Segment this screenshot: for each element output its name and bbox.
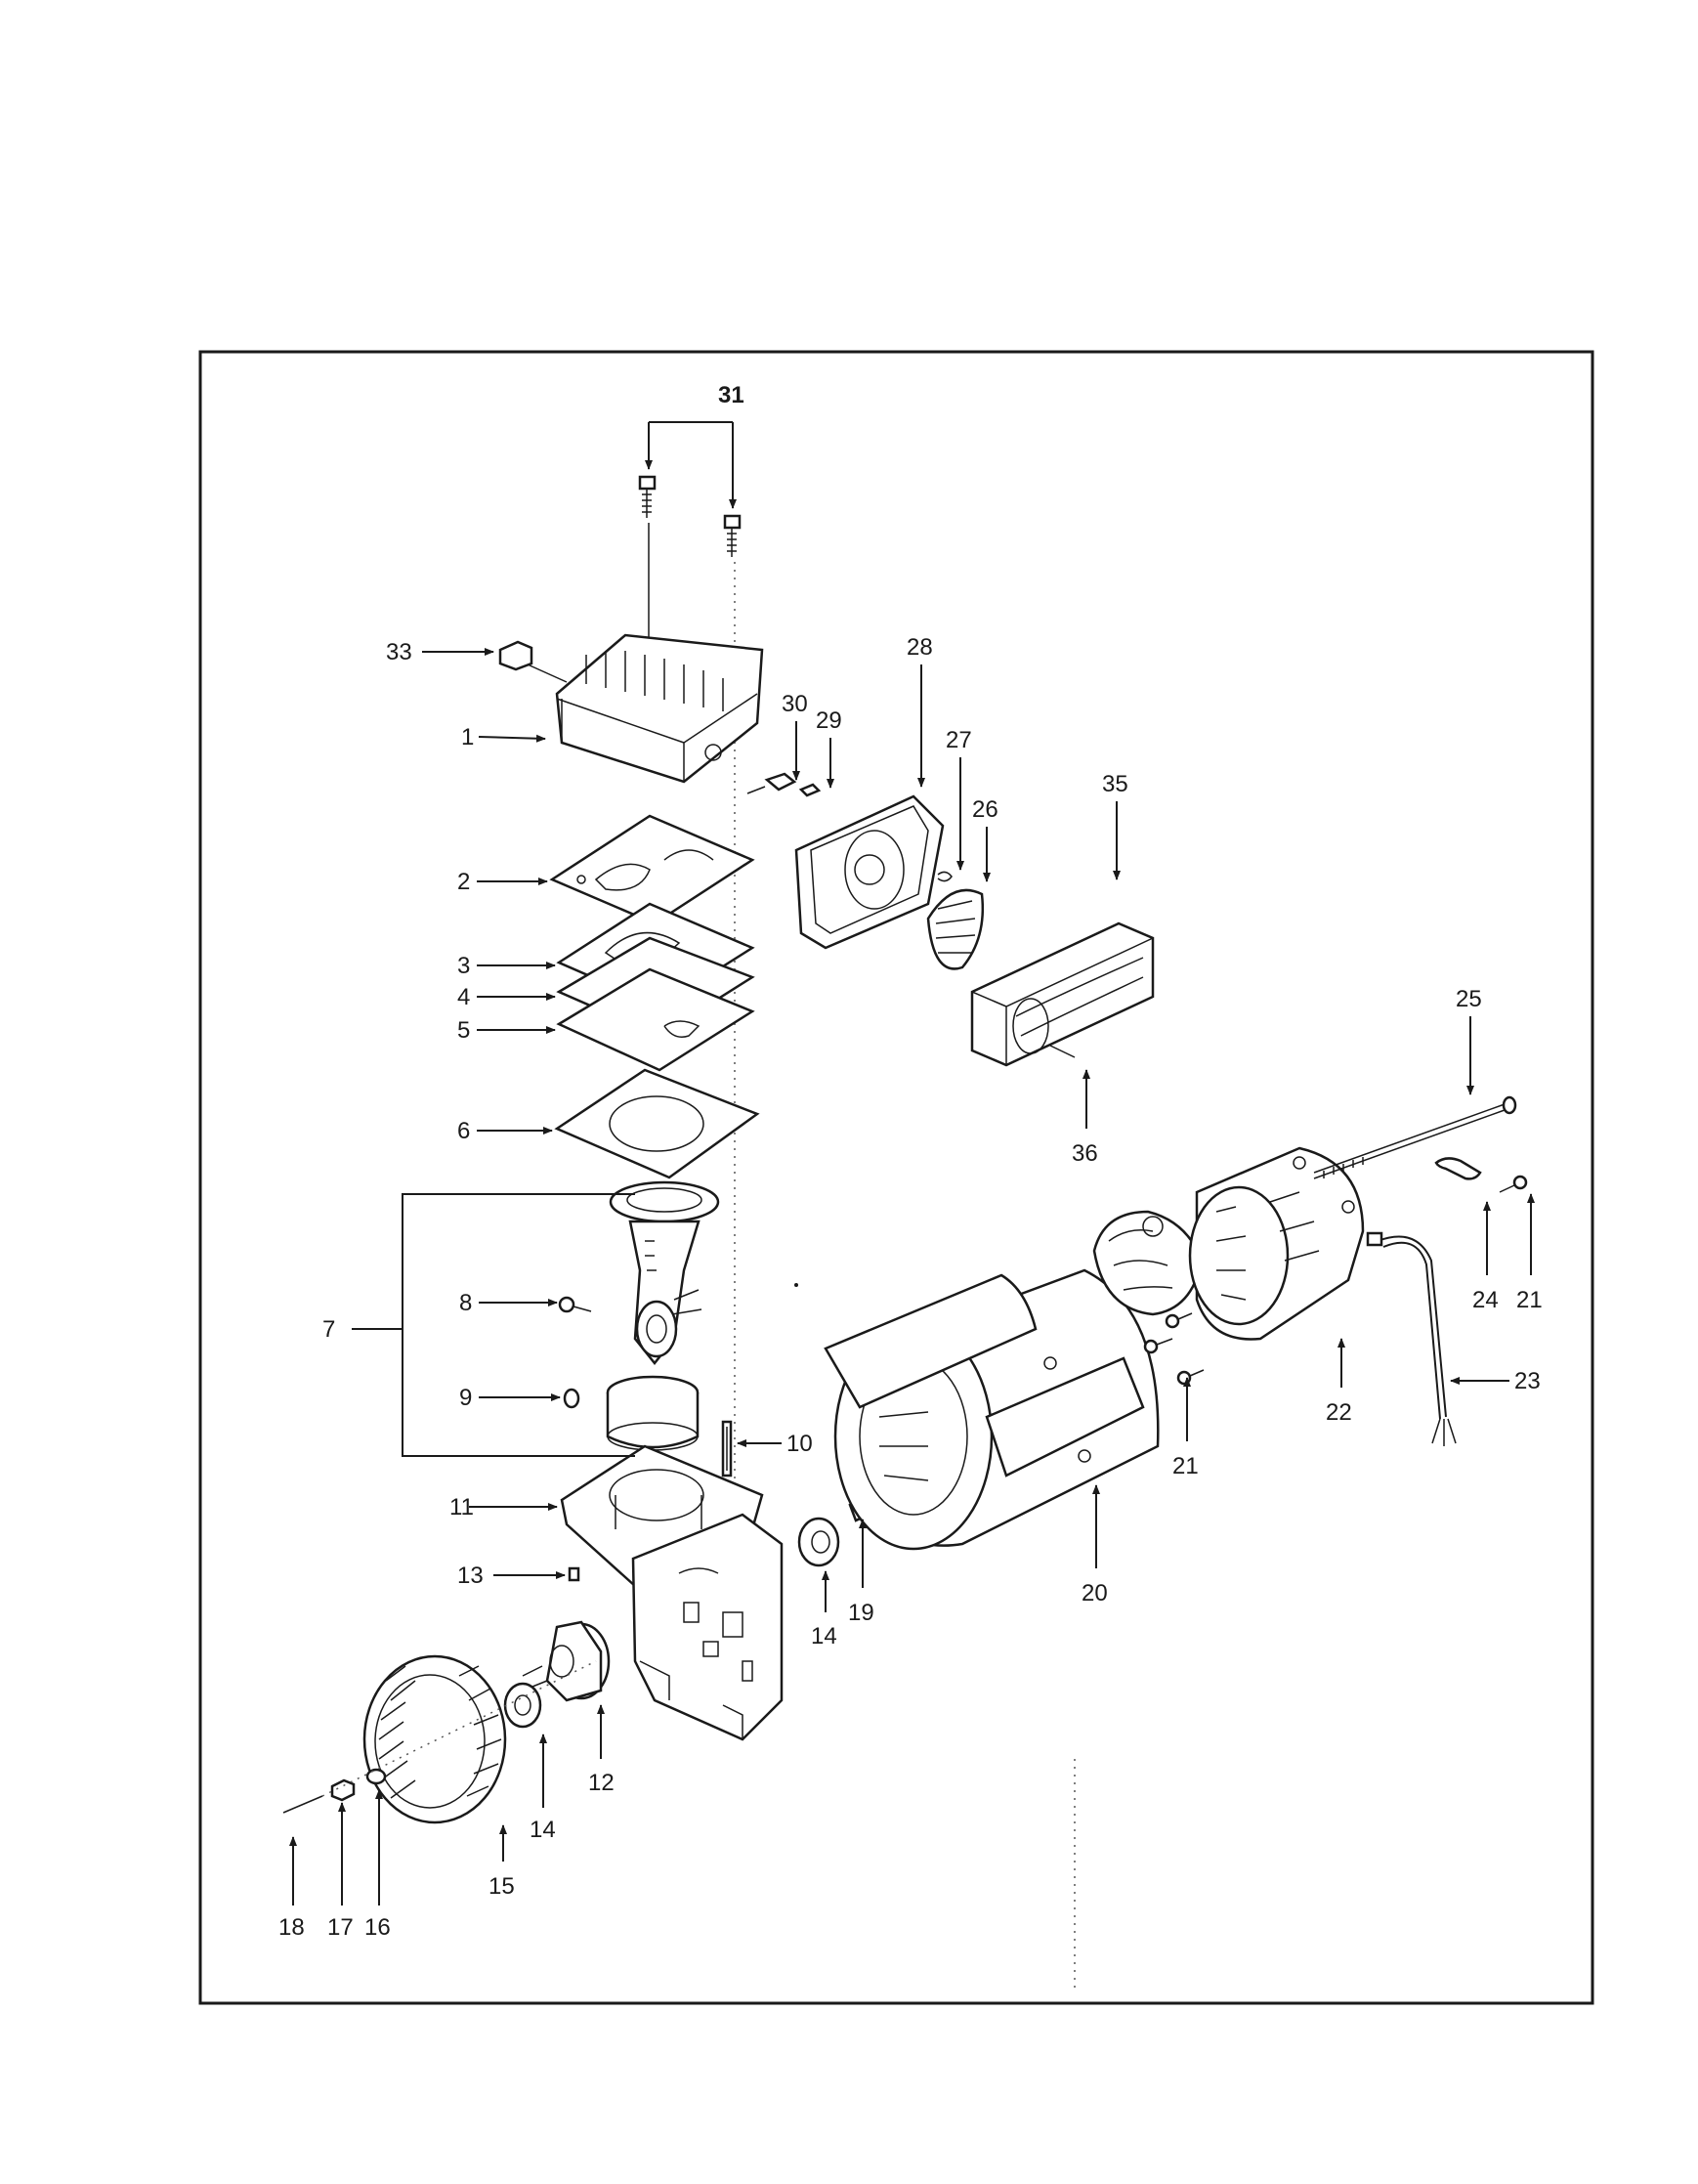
screw-21-right <box>1499 1175 1528 1193</box>
callout-29: 29 <box>816 707 842 734</box>
callout-35: 35 <box>1102 771 1128 797</box>
cylinder-head <box>555 633 764 784</box>
crankcase-bracket <box>631 1513 784 1741</box>
callout-labels: 31 33 1 2 3 4 5 6 7 8 9 10 11 13 12 14 1… <box>278 382 1543 1941</box>
callout-18: 18 <box>278 1914 305 1941</box>
callout-33: 33 <box>386 639 412 665</box>
end-bell-22 <box>1188 1146 1365 1341</box>
filter-housing-35 <box>970 921 1155 1067</box>
callout-19: 19 <box>848 1600 874 1626</box>
callout-16: 16 <box>364 1914 391 1941</box>
callout-3: 3 <box>457 953 470 979</box>
through-bolt-25 <box>1313 1095 1517 1179</box>
gasket-5 <box>556 967 755 1072</box>
callout-27: 27 <box>946 727 972 753</box>
bearing-14-right <box>797 1517 840 1567</box>
piston-rod-assembly <box>609 1180 720 1366</box>
motor-stator-20 <box>824 1268 1160 1551</box>
bolt-pair <box>638 475 742 1495</box>
callout-22: 22 <box>1326 1399 1352 1426</box>
cover-28 <box>794 794 945 950</box>
plug <box>498 640 533 671</box>
spring-27 <box>937 871 953 882</box>
filter-26 <box>926 888 985 970</box>
screw-8 <box>558 1296 592 1313</box>
callout-14-right: 14 <box>811 1623 837 1649</box>
callout-9: 9 <box>459 1385 472 1411</box>
callout-8: 8 <box>459 1290 472 1316</box>
cylinder-sleeve <box>606 1375 700 1451</box>
callout-30: 30 <box>782 691 808 717</box>
callout-6: 6 <box>457 1118 470 1144</box>
callout-10: 10 <box>786 1431 813 1457</box>
diagram-frame <box>198 350 1594 2005</box>
callout-4: 4 <box>457 984 470 1010</box>
washer-16 <box>365 1768 387 1785</box>
fan-15 <box>362 1654 507 1824</box>
clamp-24 <box>1434 1157 1482 1180</box>
callout-1: 1 <box>461 724 474 750</box>
callout-5: 5 <box>457 1017 470 1044</box>
nut-17 <box>330 1778 356 1802</box>
fitting-30 <box>746 772 797 794</box>
callout-13: 13 <box>457 1563 484 1589</box>
callout-24: 24 <box>1472 1287 1499 1313</box>
callout-2: 2 <box>457 869 470 895</box>
crank-12 <box>522 1620 611 1702</box>
callout-17: 17 <box>327 1914 354 1941</box>
callout-31: 31 <box>718 382 744 408</box>
gasket-2 <box>549 814 755 925</box>
callout-12: 12 <box>588 1770 615 1796</box>
callout-20: 20 <box>1082 1580 1108 1606</box>
callout-36: 36 <box>1072 1140 1098 1167</box>
callout-11: 11 <box>449 1494 474 1520</box>
washer-9 <box>563 1388 580 1409</box>
dowel-pin-10 <box>721 1420 733 1477</box>
callout-23: 23 <box>1514 1368 1541 1394</box>
key-13 <box>568 1566 580 1582</box>
callout-15: 15 <box>488 1873 515 1900</box>
pin-18 <box>282 1795 323 1814</box>
callout-21-center: 21 <box>1172 1453 1199 1479</box>
callout-28: 28 <box>907 634 933 661</box>
seal-29 <box>798 783 822 797</box>
callout-25: 25 <box>1456 986 1482 1012</box>
bearing-14-left <box>503 1682 542 1729</box>
power-cord-23 <box>1366 1231 1457 1446</box>
part-drawings <box>282 475 1528 1993</box>
callout-14-left: 14 <box>530 1817 556 1843</box>
callout-21-right: 21 <box>1516 1287 1543 1313</box>
leader-lines <box>289 421 1535 1906</box>
callout-26: 26 <box>972 796 998 823</box>
screw-36 <box>1049 1045 1076 1058</box>
callout-7: 7 <box>322 1316 335 1343</box>
cylinder-gasket-6 <box>554 1068 760 1179</box>
